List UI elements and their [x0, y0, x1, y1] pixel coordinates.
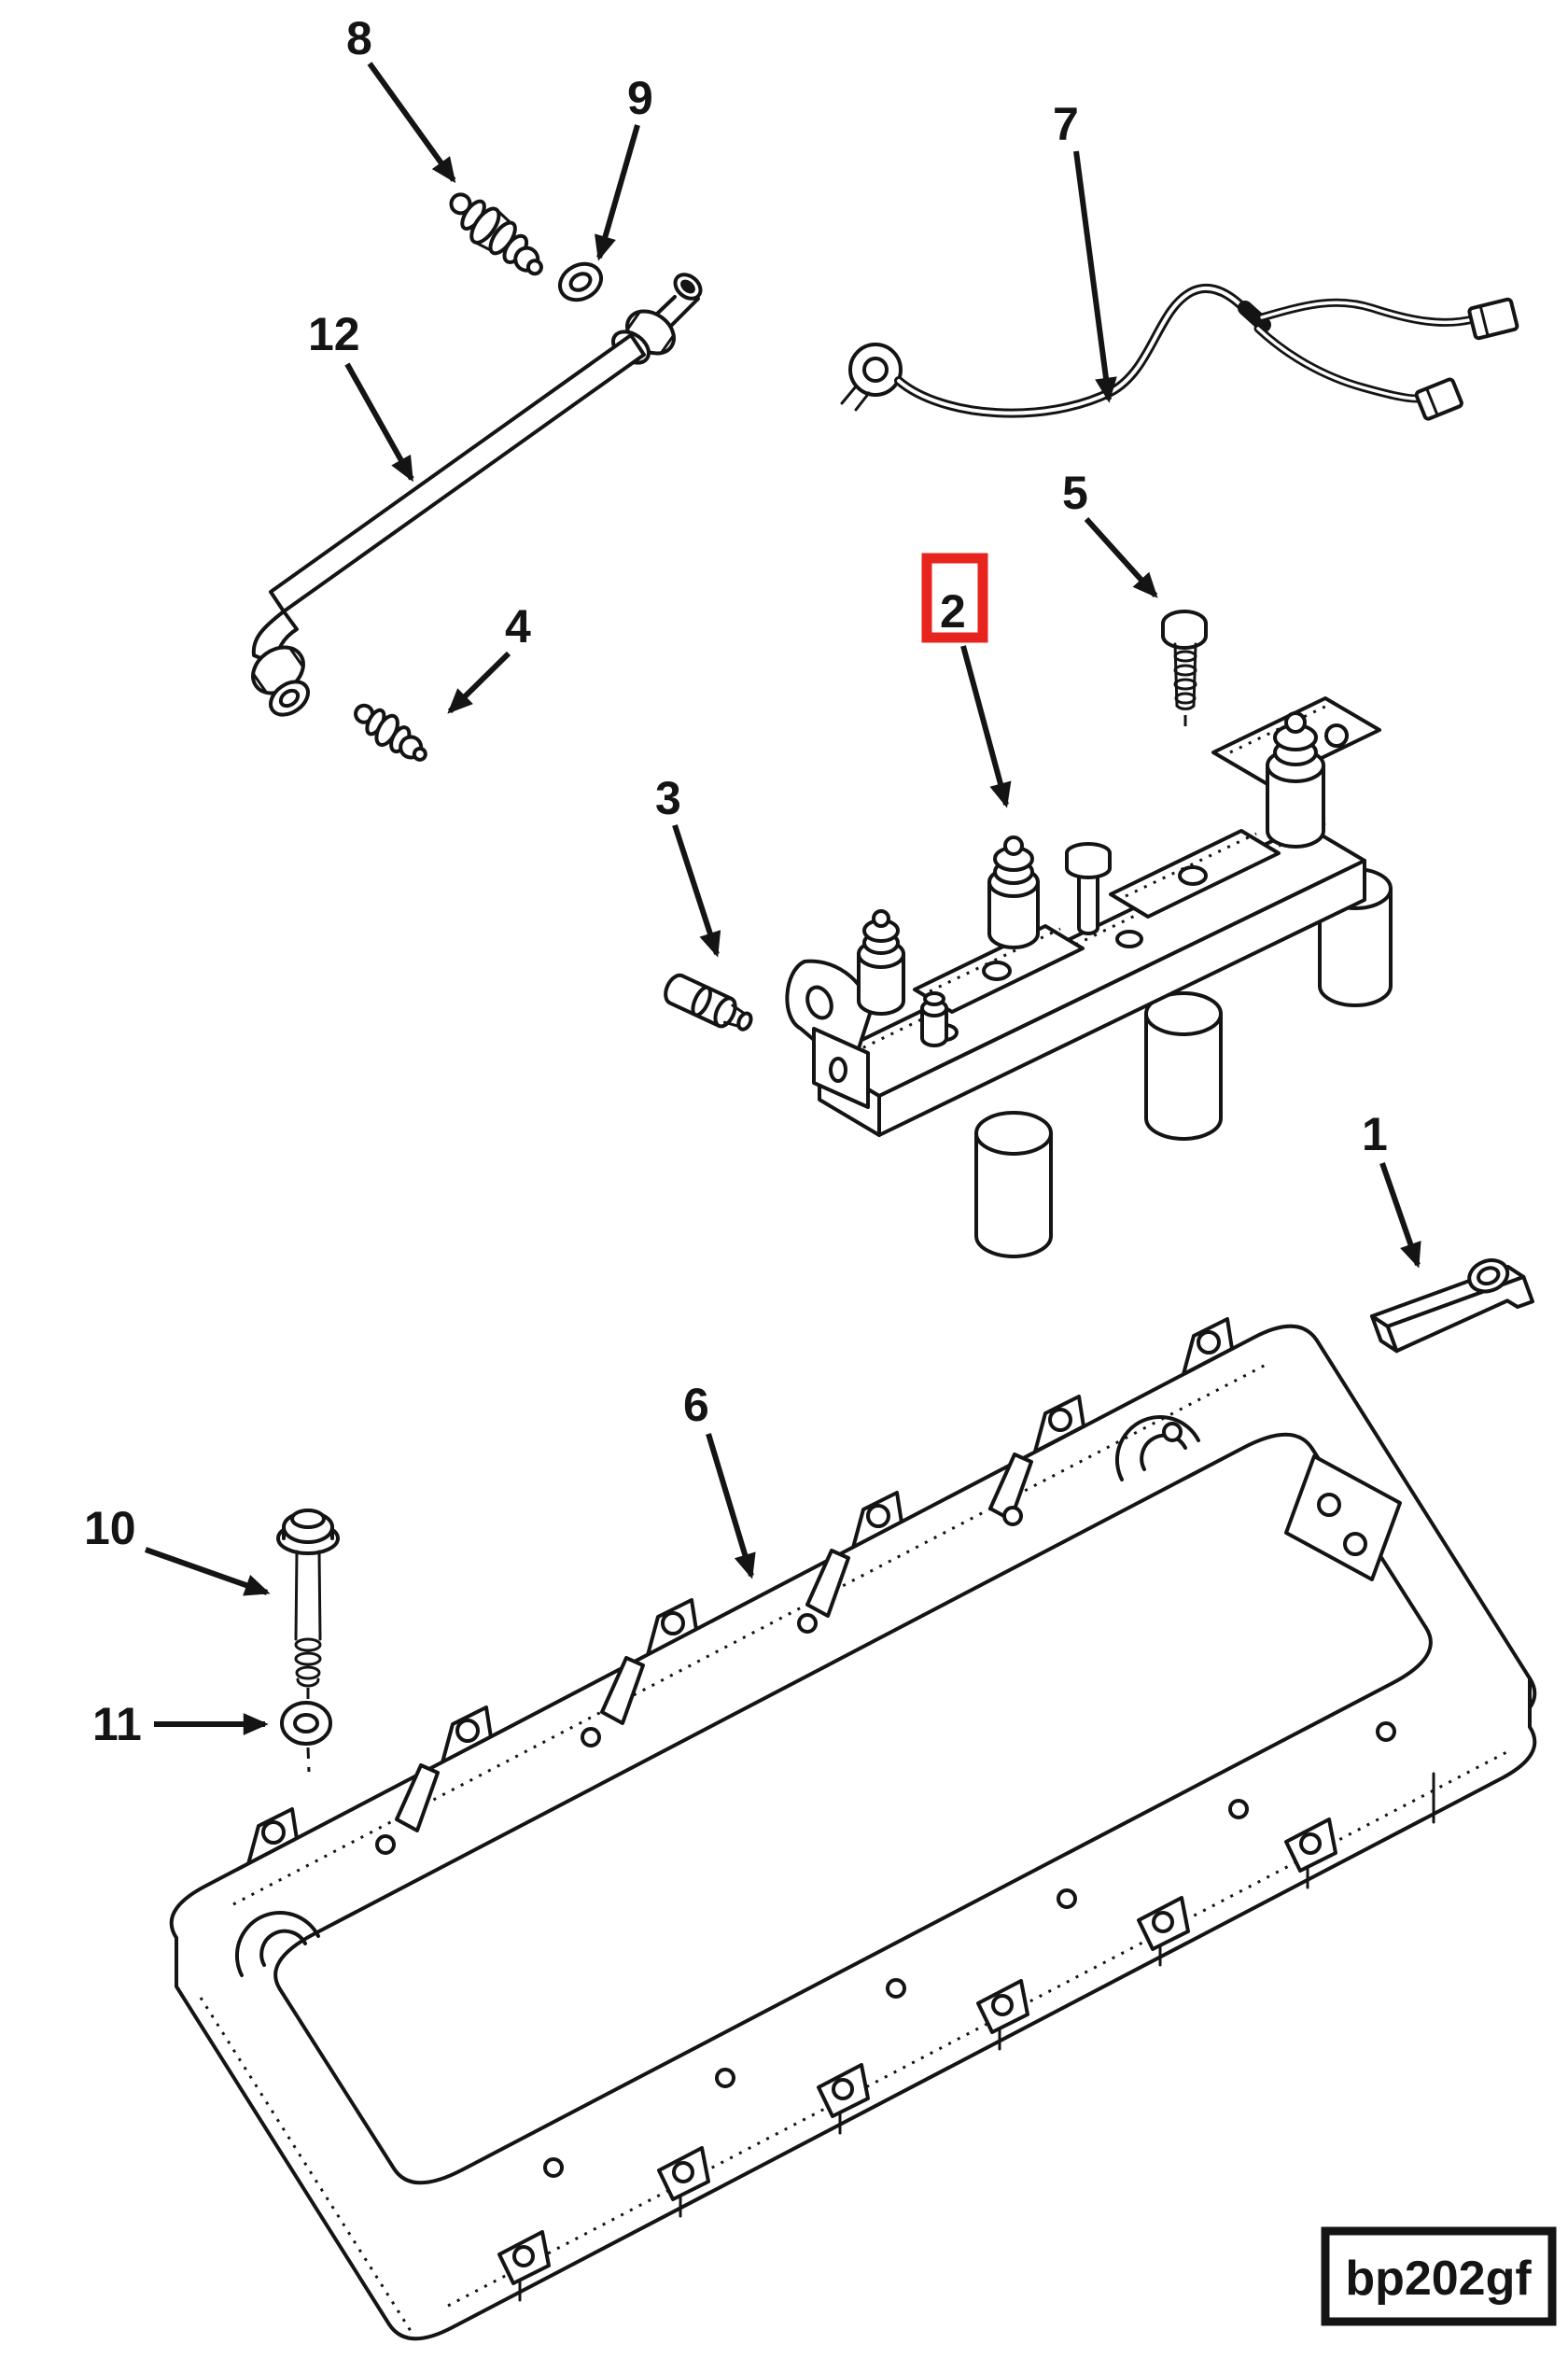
- callout-12: 12: [308, 308, 414, 483]
- callout-1-arrow: [1379, 1162, 1421, 1269]
- callout-12-arrow: [344, 362, 414, 483]
- callout-3-number: 3: [655, 772, 681, 824]
- part-1-retainer-bracket-drawing: [1370, 1258, 1534, 1354]
- callout-5-number: 5: [1062, 467, 1088, 519]
- part-8-hose-fitting-drawing: [449, 192, 543, 276]
- callout-10-number: 10: [84, 1502, 136, 1554]
- callout-1: 1: [1362, 1108, 1421, 1269]
- part-12-drain-tube-drawing: [251, 273, 703, 717]
- callout-7-arrow: [1073, 150, 1117, 403]
- callout-3-arrow: [672, 824, 721, 958]
- part-3-pipe-plug-drawing: [664, 973, 753, 1032]
- callout-4-number: 4: [505, 600, 531, 653]
- part-11-washer-drawing: [280, 1701, 332, 1773]
- frame-arch-reliefs: [234, 1414, 1200, 1977]
- callout-1-number: 1: [1362, 1108, 1388, 1160]
- frame-rib-gussets: [395, 1453, 1033, 1832]
- drawing-code-text: bp202gf: [1345, 2252, 1532, 2306]
- housing-stud-nuts: [857, 711, 1325, 1047]
- callout-12-number: 12: [308, 308, 360, 360]
- part-5-hex-screw-drawing: [1161, 610, 1208, 734]
- callout-8: 8: [346, 12, 456, 184]
- callout-4: 4: [447, 600, 531, 714]
- callout-2-number: 2: [940, 585, 966, 638]
- callout-2-arrow: [960, 645, 1012, 808]
- callout-3: 3: [655, 772, 721, 958]
- part-4-tube-fitting-drawing: [354, 703, 427, 762]
- frame-front-mount-tabs: [497, 1818, 1337, 2285]
- drawing-code-border: [1321, 2226, 1557, 2326]
- callout-2-highlighted: 2: [921, 553, 1012, 808]
- callout-5: 5: [1062, 467, 1158, 598]
- callout-11: 11: [92, 1698, 269, 1750]
- callout-4-arrow: [447, 651, 511, 714]
- callout-9: 9: [595, 72, 653, 261]
- callout-9-arrow: [595, 124, 640, 261]
- part-6-cover-spacer-frame-drawing: [169, 1317, 1537, 2341]
- callout-7-number: 7: [1053, 98, 1079, 150]
- frame-inner-mount-block: [1284, 1454, 1402, 1581]
- callout-9-number: 9: [627, 72, 653, 124]
- callout-7: 7: [1053, 98, 1117, 403]
- callout-11-number: 11: [92, 1698, 142, 1750]
- part-10-flange-bolt-drawing: [276, 1509, 340, 1714]
- callout-6-number: 6: [683, 1379, 709, 1431]
- highlight-box-part-2[interactable]: [921, 553, 988, 643]
- part-2-rocker-lever-housing-drawing: [785, 696, 1393, 1258]
- callout-5-arrow: [1084, 516, 1158, 598]
- callout-10: 10: [84, 1502, 271, 1596]
- callout-8-arrow: [367, 62, 456, 184]
- drawing-code-box: bp202gf: [1321, 2226, 1557, 2326]
- part-7-wiring-harness-drawing: [840, 283, 1519, 421]
- callout-6: 6: [683, 1379, 756, 1579]
- part-9-sealing-ring-drawing: [558, 261, 603, 302]
- callout-10-arrow: [144, 1547, 271, 1596]
- callout-8-number: 8: [346, 12, 372, 64]
- callout-6-arrow: [706, 1433, 756, 1579]
- housing-t-pin: [1065, 842, 1112, 935]
